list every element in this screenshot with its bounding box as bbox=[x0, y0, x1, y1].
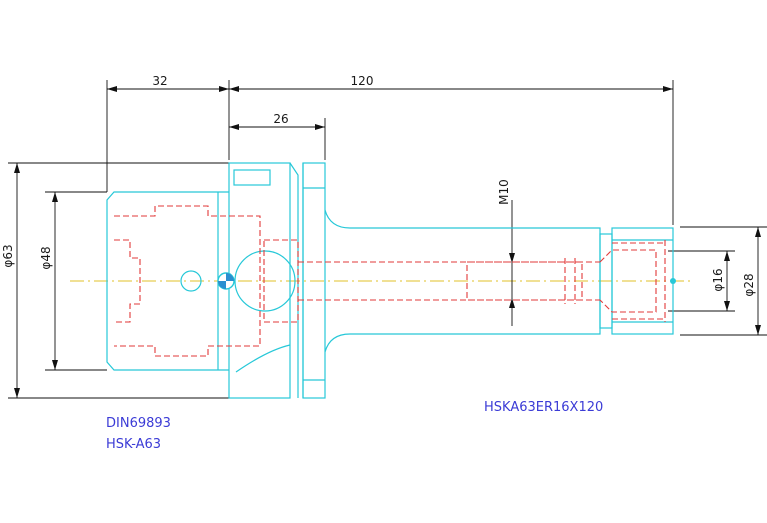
note-model: HSKA63ER16X120 bbox=[484, 400, 603, 415]
dim-32: 32 bbox=[152, 74, 167, 88]
dim-m10: M10 bbox=[497, 179, 511, 205]
dim-phi63: φ63 bbox=[1, 244, 15, 267]
note-interface: HSK-A63 bbox=[106, 437, 161, 452]
dim-120: 120 bbox=[351, 74, 374, 88]
dimension-lines bbox=[8, 80, 767, 399]
dim-phi48: φ48 bbox=[39, 246, 53, 269]
dim-26: 26 bbox=[273, 112, 288, 126]
note-standard: DIN69893 bbox=[106, 416, 171, 431]
datum-symbol bbox=[217, 272, 235, 290]
dim-phi16: φ16 bbox=[711, 268, 725, 291]
nose-point bbox=[670, 278, 676, 284]
dim-phi28: φ28 bbox=[742, 273, 756, 296]
hidden-lines bbox=[114, 205, 666, 357]
dimension-arrows bbox=[14, 86, 761, 398]
